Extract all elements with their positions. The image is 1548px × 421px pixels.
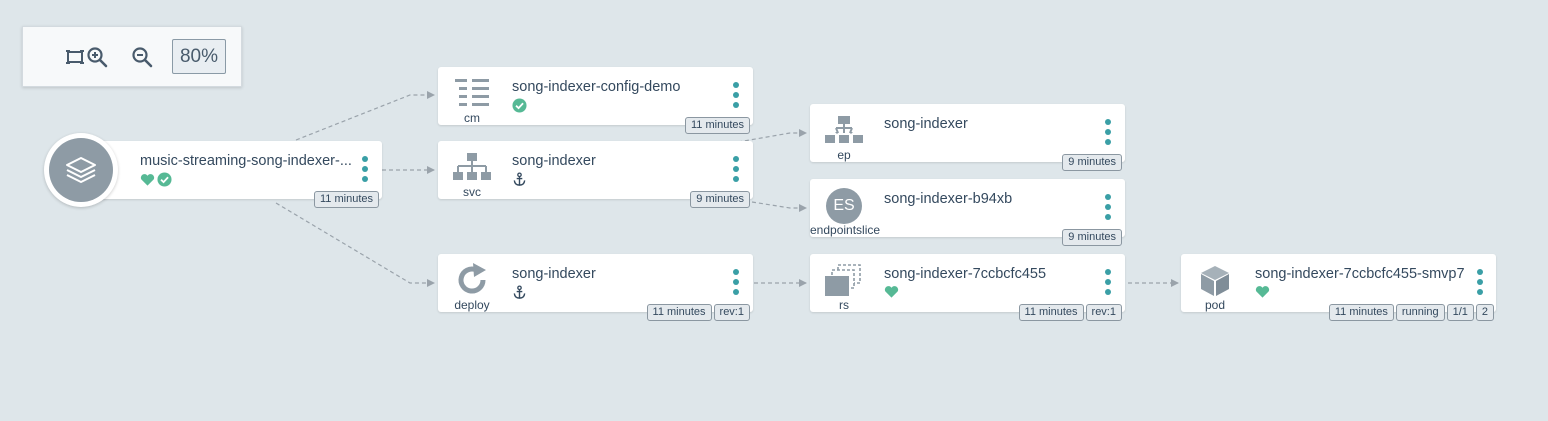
heart-icon — [1255, 286, 1270, 298]
node-status — [512, 98, 527, 113]
node-actions-kebab[interactable] — [732, 156, 740, 182]
age-badge: 11 minutes — [314, 191, 379, 208]
fit-to-screen-icon — [66, 50, 84, 64]
node-name: song-indexer-7ccbcfc455-smvp7 — [1255, 266, 1465, 282]
age-badge: 9 minutes — [1062, 229, 1122, 246]
age-badge: 11 minutes — [1018, 304, 1084, 321]
node-kind-label: pod — [1204, 298, 1226, 312]
node-kind-label: rs — [839, 298, 849, 312]
node-badges: 9 minutes — [1062, 229, 1122, 246]
node-name: song-indexer-config-demo — [512, 79, 681, 95]
edge-svc-to-endpointslice — [751, 201, 807, 212]
node-name: music-streaming-song-indexer-... — [140, 153, 352, 169]
age-badge: 11 minutes — [685, 117, 750, 134]
replicaset-icon — [824, 264, 864, 298]
node-badges: 11 minutes rev:1 — [646, 304, 750, 321]
anchor-icon — [513, 172, 526, 186]
check-circle-icon — [512, 98, 527, 113]
node-status — [884, 285, 899, 299]
node-badges: 11 minutes rev:1 — [1018, 304, 1122, 321]
revision-badge: rev:1 — [1085, 304, 1122, 321]
heart-icon — [140, 173, 155, 186]
zoom-level-display[interactable]: 80% — [172, 39, 226, 74]
zoom-toolbar: 80% — [22, 26, 242, 87]
node-kind-label: ep — [837, 148, 851, 162]
node-service[interactable]: svc song-indexer 9 minutes — [438, 141, 753, 208]
check-circle-icon — [157, 172, 172, 187]
node-endpointslice[interactable]: ES endpointslice song-indexer-b94xb 9 mi… — [810, 179, 1125, 246]
restarts-badge: 2 — [1475, 304, 1494, 321]
node-actions-kebab[interactable] — [1104, 269, 1112, 295]
node-actions-kebab[interactable] — [1476, 269, 1484, 295]
sitemap-icon — [452, 151, 492, 185]
node-actions-kebab[interactable] — [732, 82, 740, 108]
node-name: song-indexer — [512, 266, 596, 282]
node-badges: 9 minutes — [1062, 154, 1122, 171]
zoom-out-button[interactable] — [126, 41, 158, 73]
anchor-icon — [513, 285, 526, 299]
node-deployment[interactable]: deploy song-indexer 11 minutes rev:1 — [438, 254, 753, 321]
age-badge: 11 minutes — [646, 304, 712, 321]
node-application-group[interactable]: music-streaming-song-indexer-... 11 minu… — [66, 141, 382, 208]
phase-badge: running — [1395, 304, 1445, 321]
age-badge: 11 minutes — [1328, 304, 1394, 321]
node-pod[interactable]: pod song-indexer-7ccbcfc455-smvp7 11 min… — [1181, 254, 1496, 321]
node-kind-label: endpointslice — [810, 223, 881, 237]
node-endpoints[interactable]: ep song-indexer 9 minutes — [810, 104, 1125, 171]
heart-icon — [884, 286, 899, 298]
node-status — [512, 285, 527, 300]
refresh-icon — [452, 263, 492, 297]
node-actions-kebab[interactable] — [361, 156, 369, 182]
zoom-in-button[interactable] — [81, 41, 113, 73]
node-name: song-indexer — [512, 153, 596, 169]
node-status — [140, 172, 172, 187]
age-badge: 9 minutes — [690, 191, 750, 208]
application-group-icon-button[interactable] — [44, 133, 118, 207]
list-icon — [452, 76, 492, 110]
edge-app-to-deploy — [275, 202, 435, 287]
node-status — [512, 172, 527, 187]
node-kind-label: deploy — [454, 298, 490, 312]
node-name: song-indexer-7ccbcfc455 — [884, 266, 1047, 282]
ready-badge: 1/1 — [1446, 304, 1474, 321]
endpointslice-icon: ES — [826, 188, 862, 224]
zoom-in-icon — [87, 47, 108, 68]
endpointslice-icon-text: ES — [826, 188, 862, 224]
node-name: song-indexer-b94xb — [884, 191, 1013, 207]
node-actions-kebab[interactable] — [732, 269, 740, 295]
network-icon — [824, 114, 864, 148]
node-badges: 9 minutes — [690, 191, 750, 208]
edge-app-to-cm — [295, 91, 435, 141]
node-kind-label: cm — [464, 111, 480, 125]
node-name: song-indexer — [884, 116, 968, 132]
age-badge: 9 minutes — [1062, 154, 1122, 171]
cube-icon — [1195, 263, 1235, 299]
layers-icon — [49, 138, 113, 202]
node-badges: 11 minutes running 1/1 2 — [1328, 304, 1494, 321]
node-configmap[interactable]: cm song-indexer-config-demo 11 minutes — [438, 67, 753, 134]
zoom-out-icon — [132, 47, 153, 68]
node-kind-label: svc — [463, 185, 481, 199]
node-status — [1255, 285, 1270, 299]
revision-badge: rev:1 — [713, 304, 750, 321]
node-badges: 11 minutes — [685, 117, 750, 134]
node-actions-kebab[interactable] — [1104, 119, 1112, 145]
node-badges: 11 minutes — [314, 191, 379, 208]
node-actions-kebab[interactable] — [1104, 194, 1112, 220]
node-replicaset[interactable]: rs song-indexer-7ccbcfc455 11 minutes re… — [810, 254, 1125, 321]
fit-to-screen-button[interactable] — [59, 41, 91, 73]
